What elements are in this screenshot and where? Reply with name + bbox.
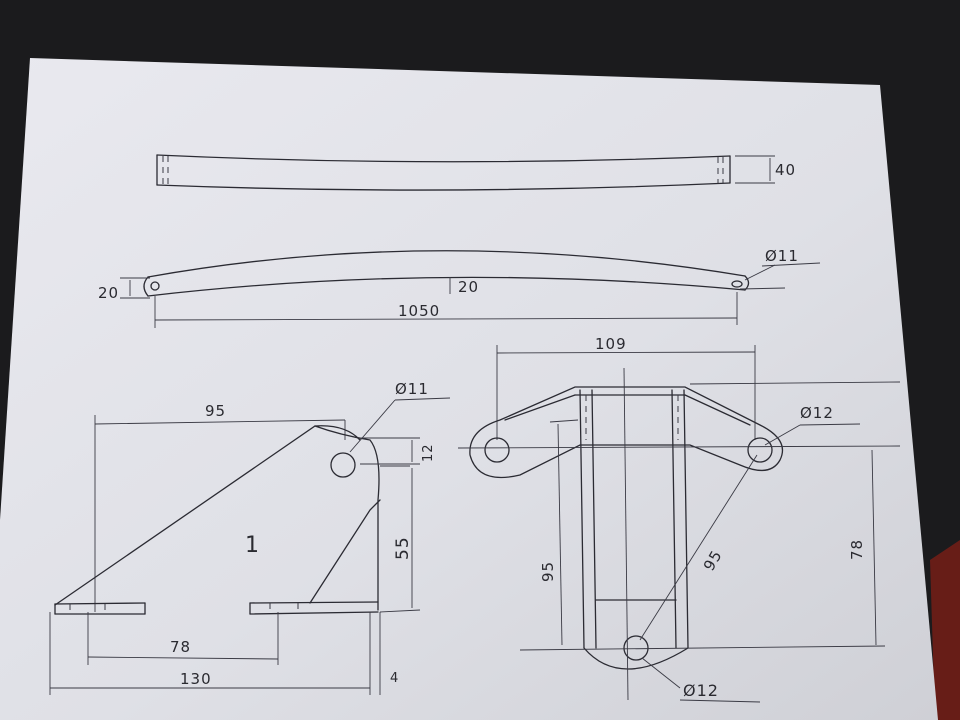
top-height-label: 40	[775, 161, 796, 179]
part-number: 1	[245, 533, 260, 558]
bracket-view: 95 Ø11 12 55 1 78 130	[49, 380, 451, 695]
bracket-height-label: 55	[393, 536, 413, 560]
paper-sheet	[0, 58, 938, 720]
side-length-label: 1050	[398, 302, 440, 320]
frame-right-hole-label: Ø12	[800, 404, 834, 422]
side-end-height-label: 20	[98, 284, 119, 302]
frame-right-height-label: 78	[848, 539, 866, 560]
bracket-inner-length-label: 78	[170, 638, 191, 656]
frame-view: 109 95 Ø12 95 78 Ø12	[457, 335, 901, 703]
side-hole-label: Ø11	[765, 247, 799, 265]
top-view: 40	[156, 154, 796, 191]
bracket-total-length-label: 130	[180, 670, 212, 688]
bracket-hole-offset-label: 12	[421, 443, 436, 462]
side-view: 20 20 1050 Ø11	[98, 247, 821, 328]
frame-width-label: 109	[595, 335, 627, 353]
frame-bottom-hole-label: Ø12	[683, 681, 719, 700]
red-edge	[930, 540, 960, 720]
frame-left-height-label: 95	[539, 561, 557, 582]
side-mid-height-label: 20	[458, 278, 479, 296]
bracket-thickness-label: 4	[390, 671, 399, 686]
bracket-hole-label: Ø11	[395, 380, 429, 398]
bracket-width-label: 95	[205, 402, 226, 420]
